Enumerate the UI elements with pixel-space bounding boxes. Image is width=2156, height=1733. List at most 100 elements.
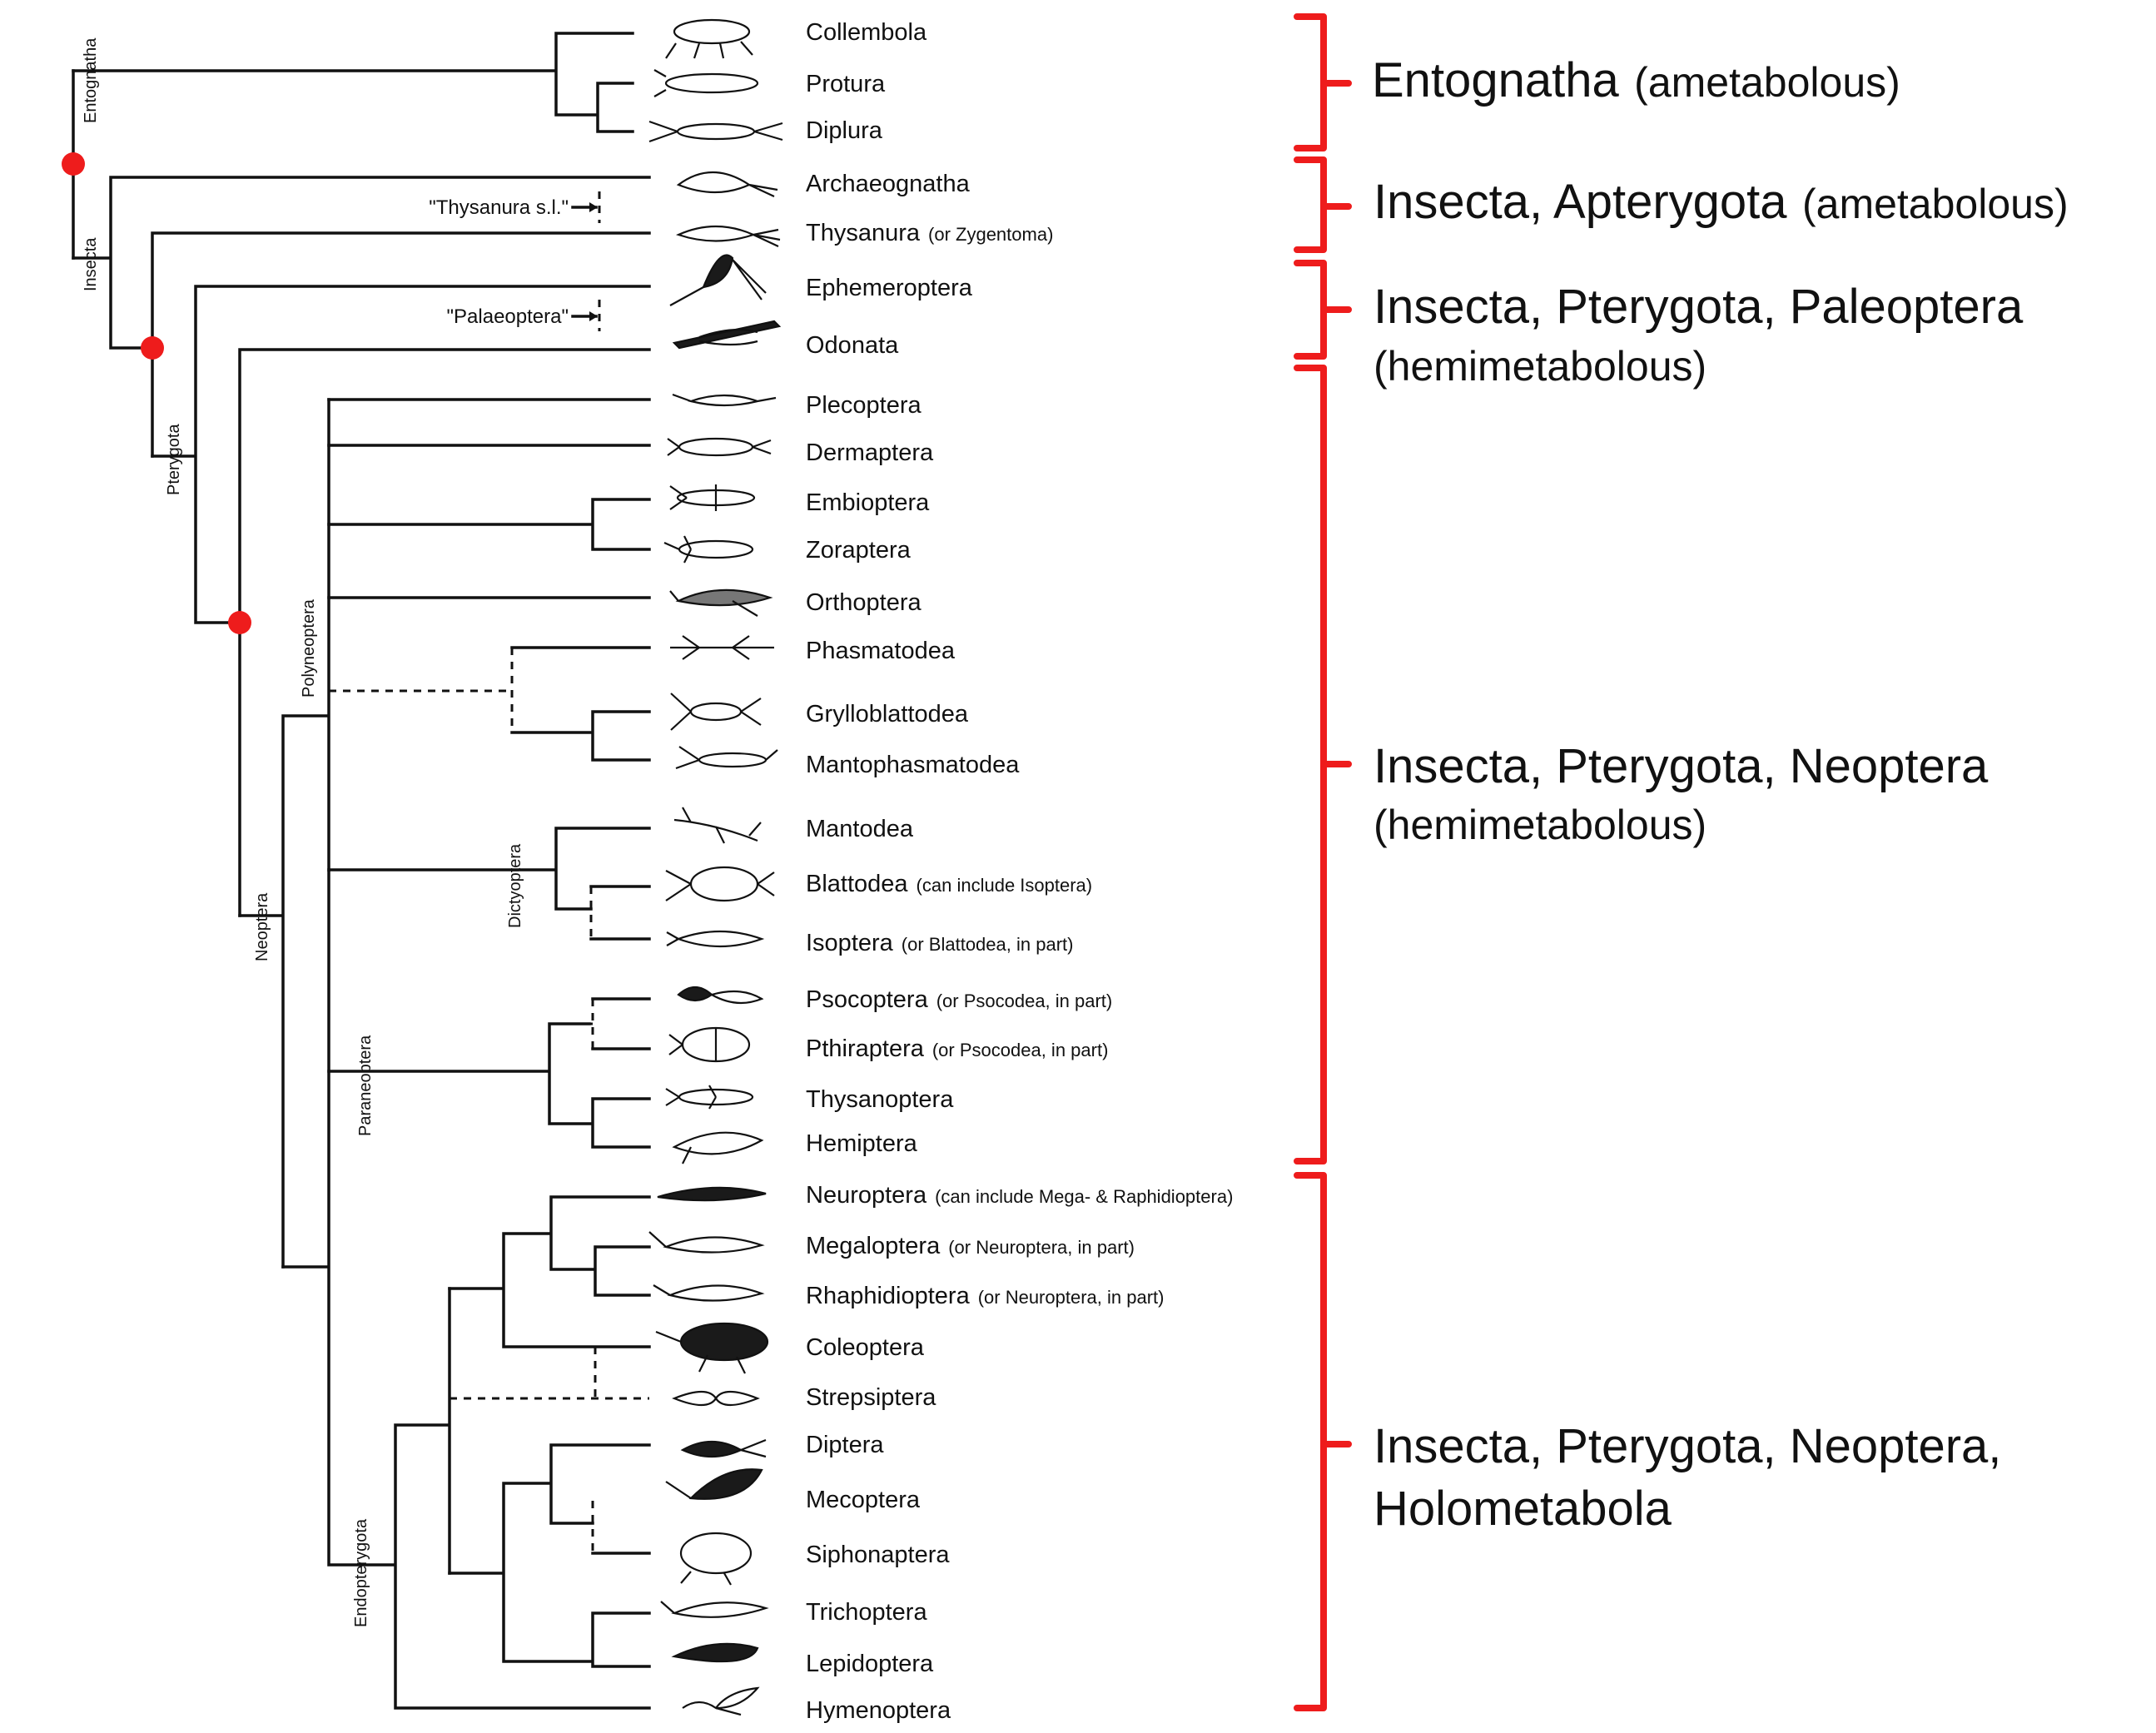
group-paleoptera-line2: (hemimetabolous)	[1374, 343, 1706, 390]
taxon-name: Hymenoptera	[806, 1697, 951, 1724]
taxon-name: Collembola	[806, 19, 927, 46]
taxon-name: Psocoptera	[806, 986, 929, 1013]
clade-label-neoptera: Neoptera	[253, 892, 271, 961]
orthoptera-illustration-icon	[669, 588, 773, 617]
group-paleoptera-title: Insecta, Pterygota, Paleoptera	[1374, 280, 2024, 334]
taxon-name: Archaeognatha	[806, 171, 971, 197]
branch-blattodea	[589, 885, 651, 941]
taxon-label-archaeognatha: Archaeognatha	[806, 171, 971, 197]
taxon-note: (or Neuroptera, in part)	[978, 1287, 1165, 1308]
taxon-label-ephemeroptera: Ephemeroptera	[806, 275, 973, 301]
group-holometabola-title: Insecta, Pterygota, Neoptera,	[1374, 1419, 2001, 1473]
taxon-name: Orthoptera	[806, 589, 922, 616]
diplura-illustration-icon	[648, 120, 783, 143]
branch-entognatha	[72, 32, 634, 133]
taxon-name: Isoptera	[806, 930, 894, 956]
group-annotations: Entognatha (ametabolous) Insecta, Aptery…	[1372, 53, 2069, 1536]
strepsiptera-illustration-icon	[672, 1390, 760, 1407]
taxon-name: Lepidoptera	[806, 1651, 934, 1677]
arrow-head-thysanura	[589, 202, 598, 212]
taxon-name: Trichoptera	[806, 1599, 927, 1626]
taxon-label-trichoptera: Trichoptera	[806, 1599, 927, 1626]
diptera-illustration-icon	[680, 1438, 767, 1458]
taxon-note: (or Zygentoma)	[928, 224, 1053, 245]
taxon-label-collembola: Collembola	[806, 19, 927, 46]
group-holometabola-line2: Holometabola	[1374, 1482, 1672, 1536]
taxon-label-protura: Protura	[806, 71, 886, 97]
bracket-paleoptera	[1294, 260, 1352, 360]
phasmatodea-illustration-icon	[670, 635, 774, 660]
archaeognatha-illustration-icon	[676, 171, 778, 197]
taxon-name: Blattodea	[806, 871, 908, 897]
branch-pterygota	[151, 285, 651, 917]
branch-dictyoptera	[327, 827, 651, 911]
lepidoptera-illustration-icon	[671, 1642, 759, 1663]
bracket-apterygota	[1294, 156, 1352, 253]
taxon-name: Strepsiptera	[806, 1384, 936, 1411]
mecoptera-illustration-icon	[665, 1468, 763, 1500]
node-markers	[62, 152, 251, 634]
hemiptera-illustration-icon	[672, 1131, 764, 1164]
taxon-name: Rhaphidioptera	[806, 1283, 971, 1309]
clade-labels: Entognatha Insecta Pterygota Neoptera Po…	[82, 37, 569, 1627]
taxon-label-siphonaptera: Siphonaptera	[806, 1542, 950, 1568]
taxon-note: (or Neuroptera, in part)	[948, 1237, 1135, 1258]
taxon-name: Mantodea	[806, 816, 914, 842]
taxon-name: Pthiraptera	[806, 1035, 925, 1062]
isoptera-illustration-icon	[666, 930, 765, 948]
group-neoptera-line2: (hemimetabolous)	[1374, 802, 1706, 848]
taxon-label-pthiraptera: Pthiraptera (or Psocodea, in part)	[806, 1035, 1108, 1062]
plecoptera-illustration-icon	[672, 393, 777, 407]
bracket-neoptera-hemimetabolous	[1294, 365, 1352, 1164]
group-entognatha: Entognatha (ametabolous)	[1372, 53, 1900, 107]
clade-label-entognatha: Entognatha	[82, 37, 100, 123]
taxon-label-phasmatodea: Phasmatodea	[806, 638, 956, 664]
taxon-name: Mecoptera	[806, 1487, 921, 1513]
taxon-name: Neuroptera	[806, 1182, 927, 1209]
clade-label-endopterygota: Endopterygota	[352, 1518, 370, 1627]
rhaphidioptera-illustration-icon	[653, 1284, 765, 1302]
branch-polyneoptera	[327, 398, 651, 599]
coleoptera-illustration-icon	[655, 1322, 769, 1374]
dashed-strepsiptera	[450, 1347, 649, 1400]
neuroptera-illustration-icon	[657, 1186, 767, 1202]
collembola-illustration-icon	[665, 18, 753, 59]
taxon-label-plecoptera: Plecoptera	[806, 392, 922, 419]
taxon-name: Grylloblattodea	[806, 701, 969, 727]
taxon-note: (or Psocodea, in part)	[932, 1040, 1109, 1060]
taxon-name: Phasmatodea	[806, 638, 956, 664]
taxon-label-hemiptera: Hemiptera	[806, 1130, 918, 1157]
group-brackets	[1294, 13, 1352, 1711]
taxon-name: Coleoptera	[806, 1334, 925, 1361]
taxon-label-dermaptera: Dermaptera	[806, 439, 934, 466]
group-entognatha-title: Entognatha	[1372, 53, 1619, 107]
group-apterygota-detail: (ametabolous)	[1802, 181, 2069, 227]
branch-notoptera	[510, 710, 651, 762]
taxon-name: Diplura	[806, 117, 883, 144]
blattodea-illustration-icon	[665, 866, 775, 902]
megaloptera-illustration-icon	[648, 1231, 765, 1254]
node-marker-neoptera	[228, 611, 251, 634]
taxon-label-megaloptera: Megaloptera(or Neuroptera, in part)	[806, 1233, 1135, 1259]
mantodea-illustration-icon	[673, 807, 762, 844]
branch-endopterygota	[281, 871, 651, 1710]
protura-illustration-icon	[653, 69, 759, 97]
taxon-label-neuroptera: Neuroptera(can include Mega- & Raphidiop…	[806, 1182, 1233, 1209]
taxon-note: (can include Isoptera)	[917, 875, 1093, 896]
group-entognatha-detail: (ametabolous)	[1634, 59, 1900, 106]
taxon-label-grylloblattodea: Grylloblattodea	[806, 701, 969, 727]
taxon-label-blattodea: Blattodea (can include Isoptera)	[806, 871, 1092, 897]
node-marker-insecta	[62, 152, 85, 176]
bracket-entognatha	[1294, 13, 1352, 151]
thysanoptera-illustration-icon	[665, 1085, 754, 1110]
taxon-label-psocoptera: Psocoptera (or Psocodea, in part)	[806, 986, 1112, 1013]
arrow-head-palaeoptera	[589, 311, 598, 321]
taxon-label-rhaphidioptera: Rhaphidioptera (or Neuroptera, in part)	[806, 1283, 1164, 1309]
ephemeroptera-illustration-icon	[669, 254, 767, 306]
taxon-note: (or Psocodea, in part)	[936, 991, 1113, 1011]
dashed-phasmatodea	[329, 648, 514, 732]
branch-paraneoptera	[327, 1022, 651, 1149]
node-marker-pterygota	[141, 336, 164, 360]
taxon-name: Dermaptera	[806, 439, 934, 466]
